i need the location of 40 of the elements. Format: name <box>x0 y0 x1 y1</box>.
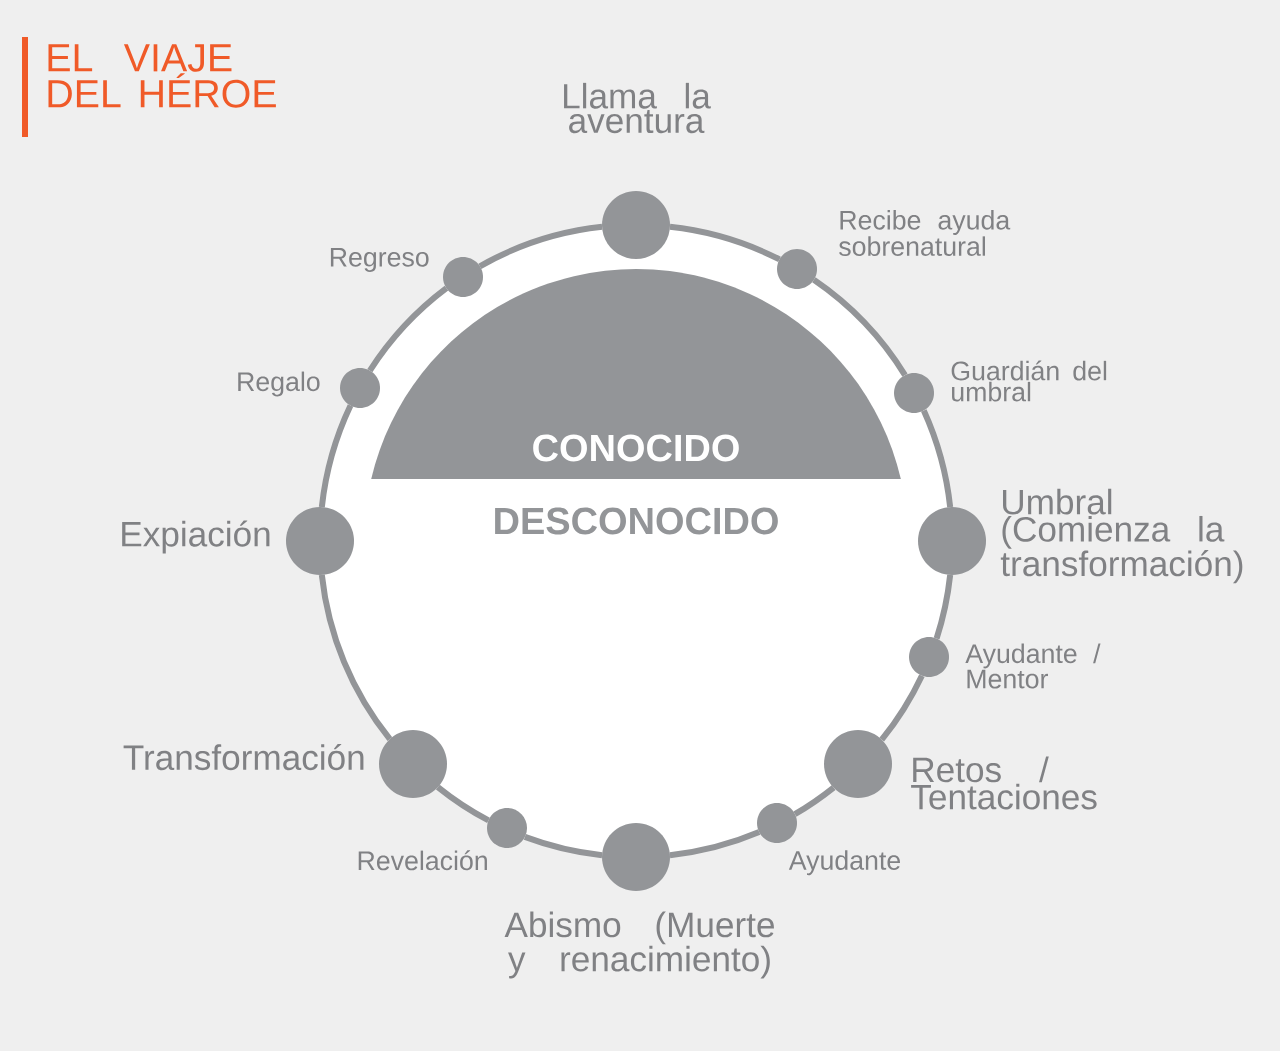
ring-arc <box>879 674 925 742</box>
stage-label: Recibe ayuda sobrenatural <box>839 210 1011 256</box>
stage-label: Regreso <box>330 248 429 272</box>
stage-label: Ayudante <box>788 850 901 876</box>
stage-dot <box>379 730 447 798</box>
stage-label: Llama la aventura <box>564 82 711 134</box>
stage-dot <box>602 191 670 259</box>
stage-label: Abismo (Muerte y renacimiento) <box>504 911 774 979</box>
stage-dot <box>487 808 527 848</box>
ring-arc <box>523 834 603 859</box>
ring-arc <box>435 784 490 824</box>
stage-dot <box>894 373 934 413</box>
stage-dot <box>918 507 986 575</box>
stage-dot <box>340 368 380 408</box>
ring-arc <box>478 223 603 269</box>
stage-label: Ayudante / Mentor <box>965 643 1101 689</box>
ring-arc <box>318 574 393 741</box>
ring-arc <box>921 409 954 508</box>
ring-arc <box>669 829 761 859</box>
stage-label: Umbral (Comienza la transformación) <box>1000 488 1243 584</box>
ring-arc <box>367 285 449 373</box>
ring-arc <box>933 574 954 640</box>
ring-arc <box>793 785 836 817</box>
title: EL VIAJE DEL HÉROE <box>48 44 276 108</box>
ring-arc <box>812 277 908 377</box>
ring-arc <box>318 404 354 508</box>
stage-dot <box>757 803 797 843</box>
stage-dot <box>443 257 483 297</box>
stage-dot <box>824 730 892 798</box>
stage-label: Revelación <box>358 850 487 871</box>
stage-dot <box>909 637 949 677</box>
stage-label: Regalo <box>238 371 320 397</box>
ring-arc <box>669 223 781 263</box>
stage-dot <box>777 249 817 289</box>
stage-label: Transformación <box>123 743 364 771</box>
stage-dot <box>602 823 670 891</box>
stage-label: Expiación <box>122 520 270 554</box>
stage-label: Guardián del umbral <box>951 360 1107 402</box>
stage-label: Retos / Tentaciones <box>911 756 1097 810</box>
stage-dot <box>286 507 354 575</box>
